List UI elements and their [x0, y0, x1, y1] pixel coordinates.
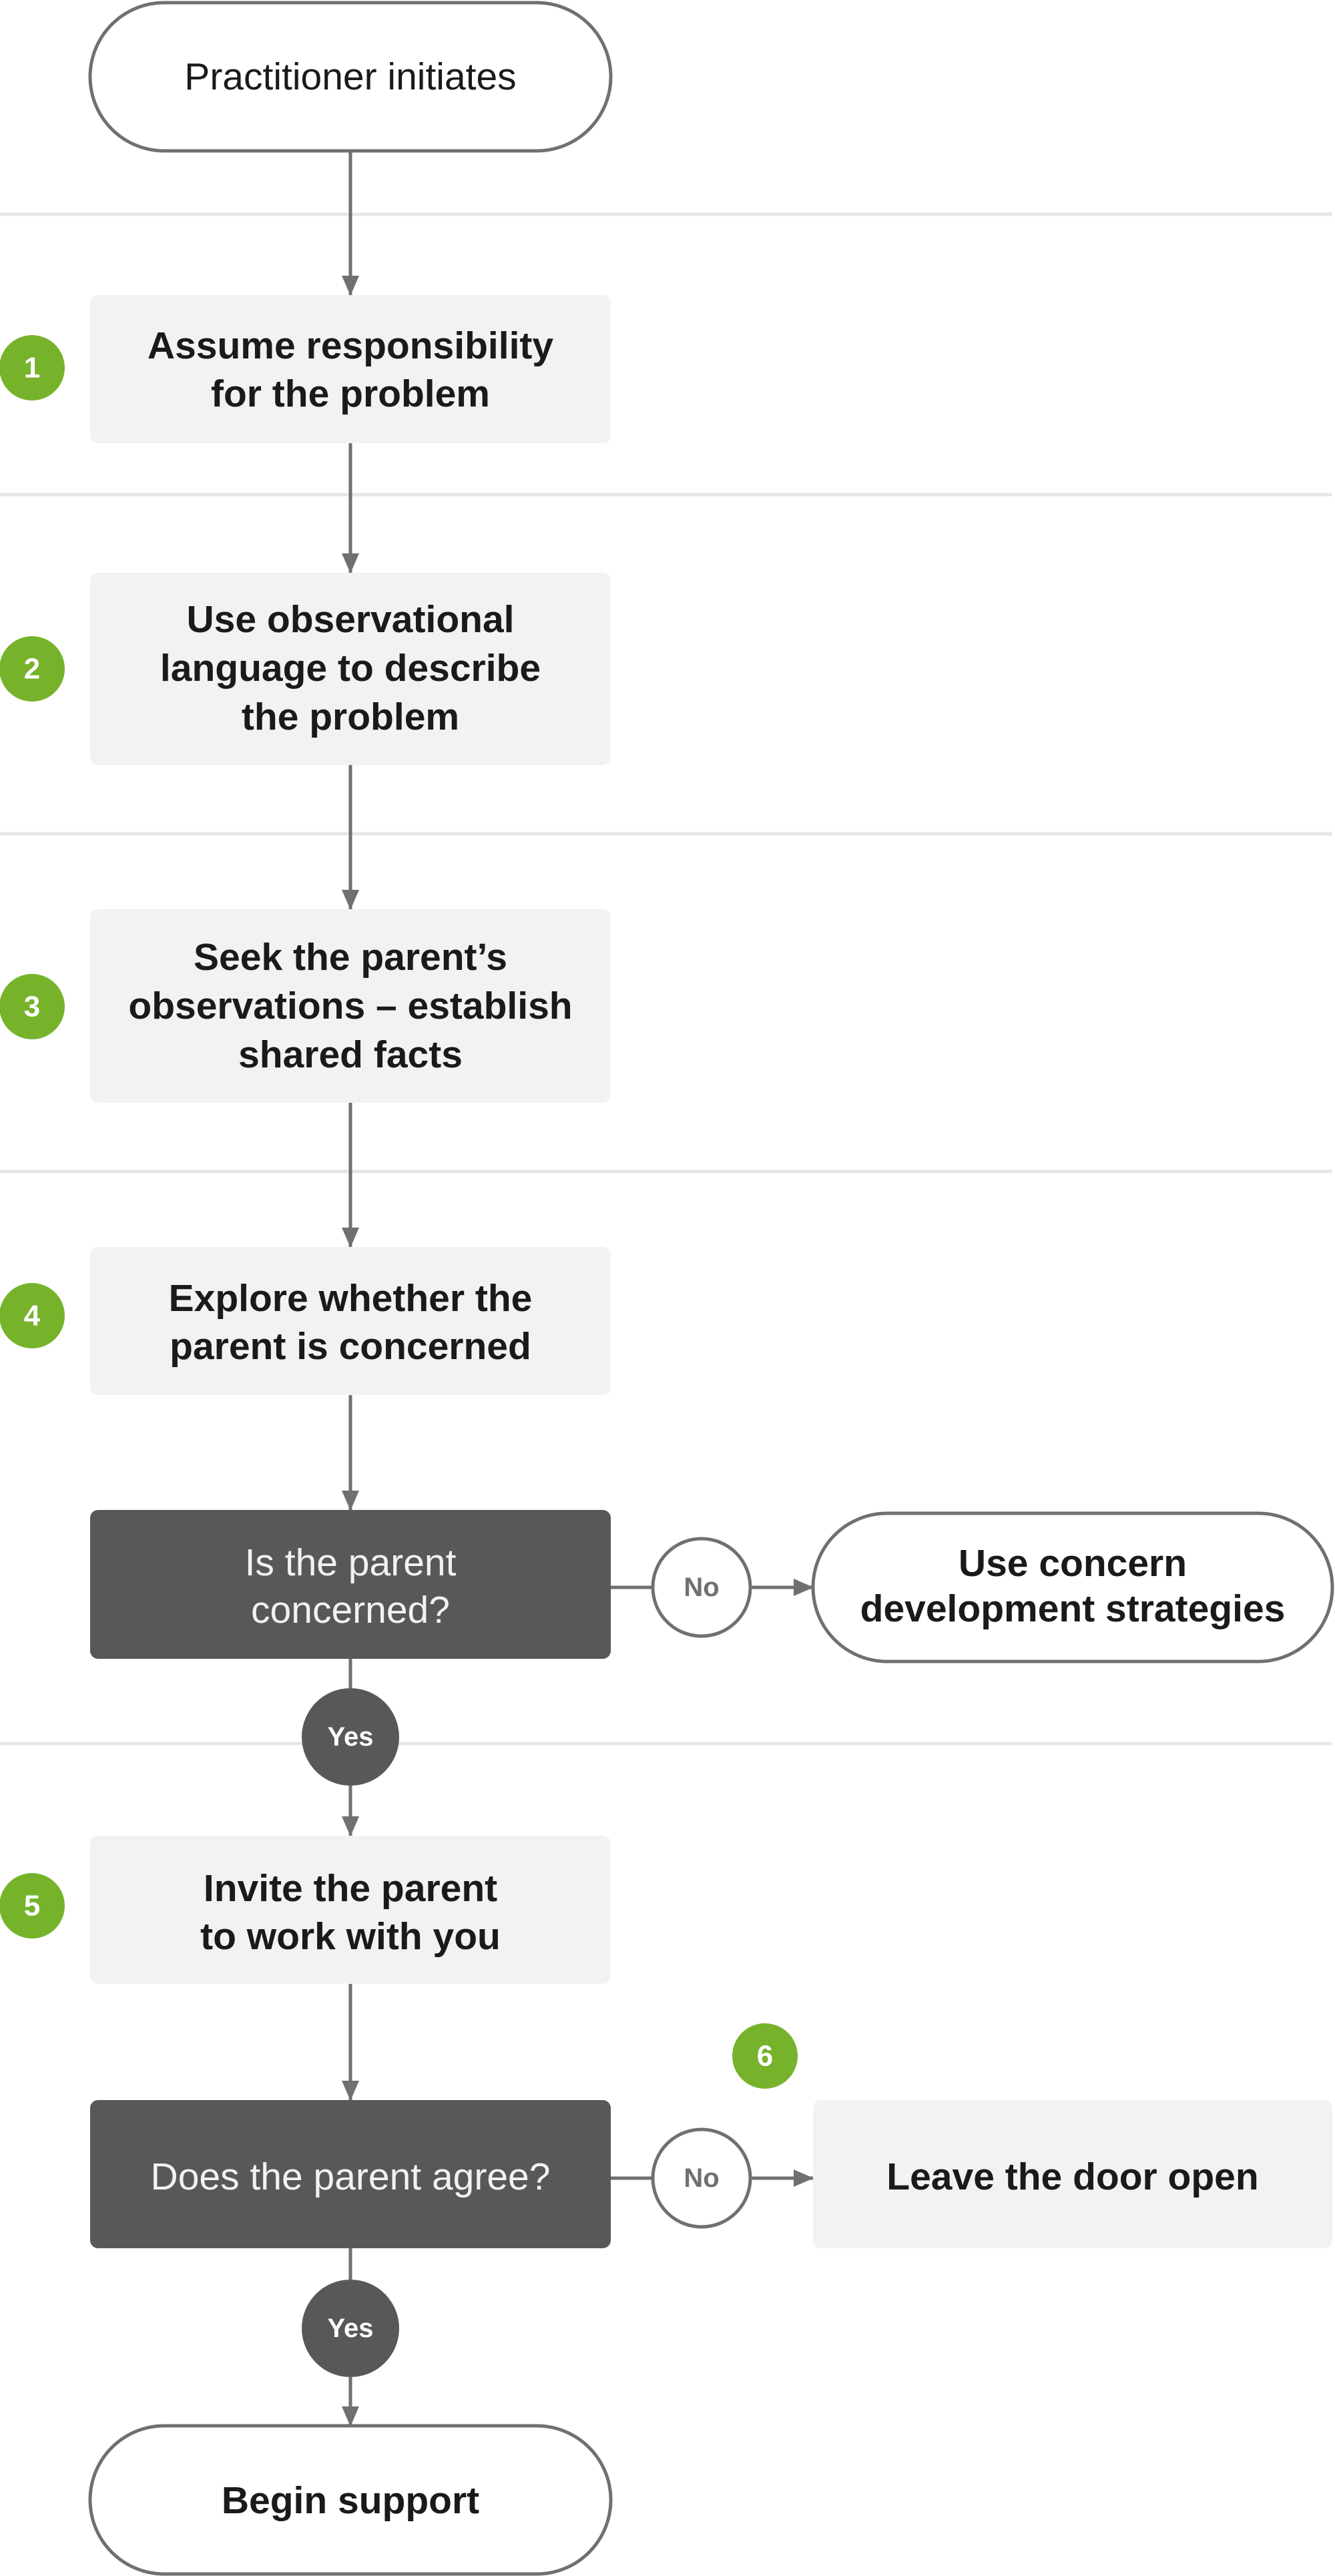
decision-2-no-badge: No: [651, 2127, 752, 2229]
step-number-badge: [0, 636, 65, 702]
step-number-badge: [0, 1283, 65, 1348]
step-3-line-1: Seek the parent’s: [194, 936, 507, 979]
step-5-number: 5: [24, 1890, 40, 1922]
step-6-number: 6: [757, 2040, 773, 2073]
step-3: Seek the parent’s observations – establi…: [0, 909, 611, 1103]
connectors: [342, 151, 814, 2426]
step-2: Use observational language to describe t…: [0, 573, 611, 765]
step-3-number: 3: [24, 991, 40, 1023]
decision-1-no-label: No: [684, 1573, 719, 1602]
step-5: Invite the parent to work with you 5: [0, 1836, 611, 1984]
decision-2-no-label: No: [684, 2163, 719, 2193]
decision-2: Does the parent agree?: [90, 2100, 611, 2248]
step-4-line-1: Explore whether the: [169, 1277, 533, 1320]
start-terminal: Practitioner initiates: [88, 1, 613, 153]
decision-1-outcome-line-2: development strategies: [860, 1587, 1286, 1630]
start-label: Practitioner initiates: [184, 55, 516, 98]
step-3-line-2: observations – establish: [128, 985, 572, 1027]
decision-1-yes-label: Yes: [328, 1722, 374, 1752]
step-5-line-1: Invite the parent: [204, 1867, 497, 1910]
end-terminal: Begin support: [88, 2424, 613, 2576]
decision-1-line-2: concerned?: [251, 1589, 450, 1631]
step-4-line-2: parent is concerned: [170, 1325, 531, 1368]
step-2-line-2: language to describe: [160, 647, 541, 690]
decision-1-yes-badge: Yes: [302, 1688, 399, 1786]
step-1-number: 1: [24, 352, 40, 384]
step-2-number: 2: [24, 653, 40, 686]
step-1: Assume responsibility for the problem 1: [0, 295, 611, 443]
step-number-badge: [0, 335, 65, 401]
step-1-line-2: for the problem: [211, 372, 490, 415]
decision-1-no-outcome: Use concern development strategies: [811, 1511, 1334, 1663]
end-label: Begin support: [222, 2479, 479, 2522]
step-3-line-3: shared facts: [238, 1033, 463, 1076]
decision-2-yes-badge: Yes: [302, 2280, 399, 2377]
step-number-badge: [0, 1873, 65, 1939]
decision-1: Is the parent concerned?: [90, 1510, 611, 1659]
step-4: Explore whether the parent is concerned …: [0, 1247, 611, 1395]
decision-2-no-outcome: Leave the door open 6: [732, 2023, 1332, 2248]
decision-2-line-1: Does the parent agree?: [151, 2155, 551, 2198]
separators: [0, 212, 1332, 1746]
decision-1-line-1: Is the parent: [245, 1541, 457, 1584]
step-4-number: 4: [24, 1300, 41, 1332]
step-2-line-3: the problem: [242, 696, 459, 738]
decision-1-outcome-line-1: Use concern: [959, 1542, 1187, 1585]
step-1-line-1: Assume responsibility: [148, 324, 553, 367]
step-2-line-1: Use observational: [186, 598, 514, 641]
step-number-badge: [0, 974, 65, 1039]
step-number-badge: [732, 2023, 798, 2089]
step-5-line-2: to work with you: [200, 1915, 501, 1958]
decision-2-yes-label: Yes: [328, 2314, 374, 2343]
decision-2-outcome-line-1: Leave the door open: [886, 2155, 1258, 2198]
decision-1-no-badge: No: [651, 1537, 752, 1638]
